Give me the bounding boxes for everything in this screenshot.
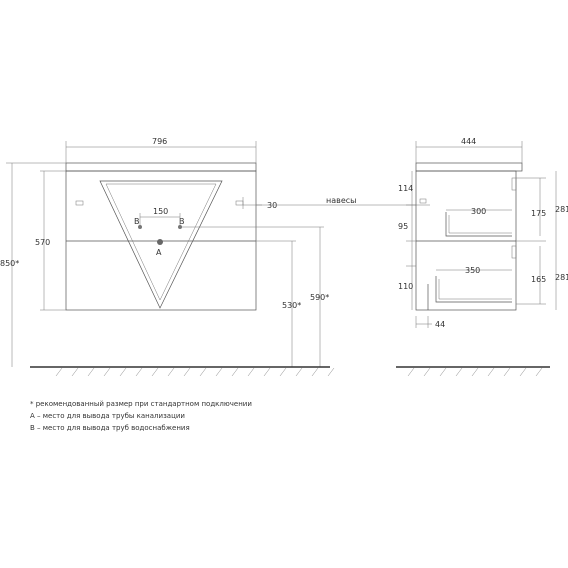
side-view: 444 114 95 110 300 350 175 165 281 281 4… [396, 137, 568, 377]
lower-281-label: 281 [555, 273, 568, 282]
foot-label: 44 [435, 320, 445, 329]
front-v-handle-outer [99, 180, 223, 309]
notes-block: * рекомендованный размер при стандартном… [30, 398, 252, 434]
front-view: B B A 150 796 850* 570 30 530* 590* [0, 137, 335, 377]
hatch-stroke [103, 367, 111, 377]
front-total-height-label: 850* [0, 259, 19, 268]
hatch-stroke [519, 367, 527, 377]
note-a: А – место для вывода трубы канализации [30, 412, 185, 420]
point-b-right-label: B [179, 217, 185, 226]
hatch-stroke [311, 367, 319, 377]
front-countertop [65, 162, 257, 172]
hatch-stroke [263, 367, 271, 377]
side-top-offset-label: 114 [398, 184, 413, 193]
hatch-stroke [71, 367, 79, 377]
hatch-stroke [407, 367, 415, 377]
hatch-stroke [199, 367, 207, 377]
note-b: В – место для вывода труб водоснабжения [30, 424, 190, 432]
front-body-height-label: 570 [35, 238, 50, 247]
lower-drawer [435, 276, 512, 303]
front-hanger-right [235, 200, 244, 206]
hatch-stroke [279, 367, 287, 377]
hangers-label: навесы [326, 196, 356, 205]
front-floor-hatch [55, 367, 335, 377]
hatch-stroke [503, 367, 511, 377]
hatch-stroke [55, 367, 63, 377]
side-gap-label: 30 [267, 201, 277, 210]
side-hanger [419, 198, 427, 204]
hatch-stroke [119, 367, 127, 377]
hatch-stroke [535, 367, 543, 377]
front-v-handle-inner [105, 183, 217, 301]
hatch-stroke [151, 367, 159, 377]
side-front-panel [511, 177, 517, 191]
side-cabinet-body [415, 170, 517, 311]
hatch-stroke [487, 367, 495, 377]
front-width-label: 796 [152, 137, 167, 146]
upper-drawer [445, 212, 512, 237]
hatch-stroke [247, 367, 255, 377]
hatch-stroke [471, 367, 479, 377]
side-floor-hatch [407, 367, 543, 377]
front-hanger-left [75, 200, 84, 206]
side-gap-95-label: 95 [398, 222, 408, 231]
upper-drawer-depth-label: 300 [471, 207, 486, 216]
hatch-stroke [455, 367, 463, 377]
upper-height-label: 175 [531, 209, 546, 218]
hatch-stroke [423, 367, 431, 377]
hatch-stroke [183, 367, 191, 377]
point-a-label: A [156, 248, 162, 257]
hatch-stroke [231, 367, 239, 377]
hatch-stroke [135, 367, 143, 377]
hatch-stroke [215, 367, 223, 377]
hatch-stroke [439, 367, 447, 377]
side-depth-label: 444 [461, 137, 476, 146]
pipe-spacing-label: 150 [153, 207, 168, 216]
side-countertop [415, 162, 523, 172]
lower-height-label: 165 [531, 275, 546, 284]
point-a-marker [157, 239, 163, 245]
lower-drawer-depth-label: 350 [465, 266, 480, 275]
hatch-stroke [327, 367, 335, 377]
point-b-left-label: B [134, 217, 140, 226]
side-front-panel-lower [511, 245, 517, 259]
note-recommended: * рекомендованный размер при стандартном… [30, 400, 252, 408]
side-bottom-offset-label: 110 [398, 282, 413, 291]
hatch-stroke [295, 367, 303, 377]
hatch-stroke [87, 367, 95, 377]
front-590-label: 590* [310, 293, 329, 302]
front-cabinet-body [65, 170, 257, 311]
front-530-label: 530* [282, 301, 301, 310]
hatch-stroke [167, 367, 175, 377]
upper-281-label: 281 [555, 205, 568, 214]
